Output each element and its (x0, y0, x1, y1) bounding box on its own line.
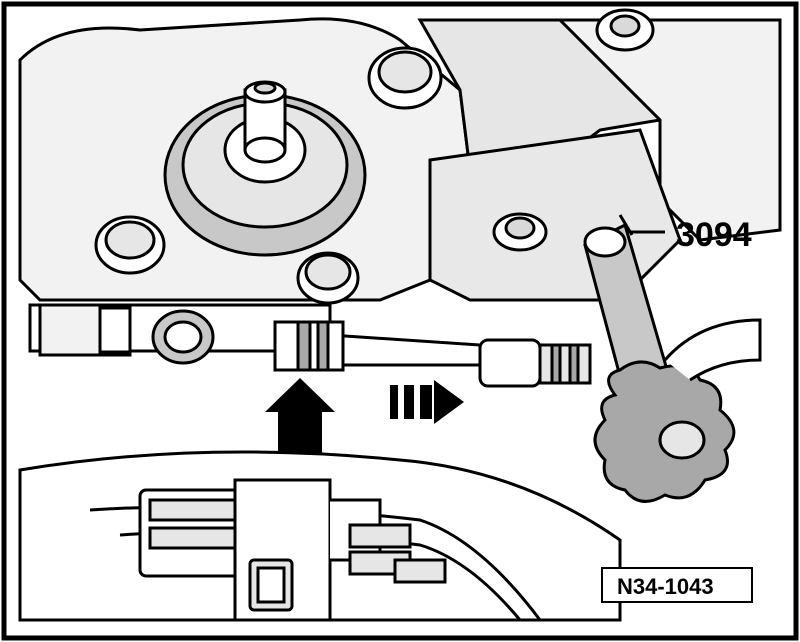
push-up-arrow (265, 378, 335, 458)
selector-cable (28, 303, 482, 372)
housing-bolt-top-right (595, 8, 655, 52)
mounting-bolt-bottom (296, 251, 360, 305)
tool-3094-clamp (583, 214, 762, 503)
mounting-bolt-left (94, 215, 166, 275)
cable-support-bolt (492, 212, 548, 252)
cable-end-coupling (478, 338, 592, 388)
mounting-bolt-top (367, 46, 443, 110)
tool-number-label: 3094 (676, 216, 752, 254)
harness-connector-plug (138, 478, 447, 622)
selector-shaft-hub (163, 80, 367, 257)
reference-code: N34-1043 (617, 574, 714, 599)
reference-code-box (601, 567, 753, 603)
slide-right-arrow (390, 380, 464, 424)
